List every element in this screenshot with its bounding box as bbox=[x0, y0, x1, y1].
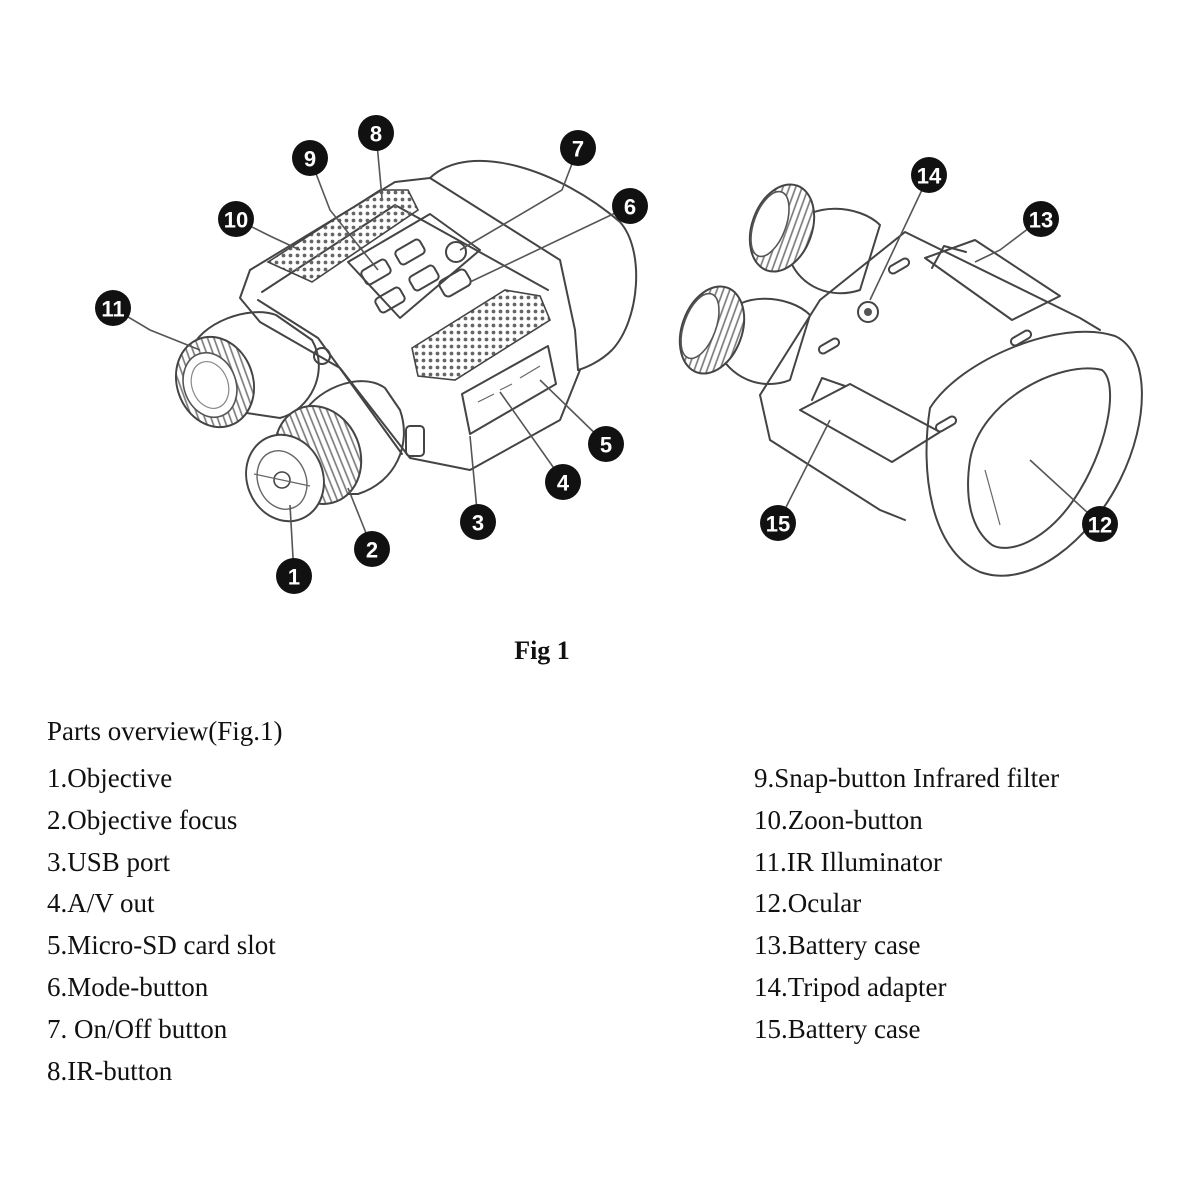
part-item: 2.Objective focus bbox=[47, 804, 238, 835]
part-item: 9.Snap-button Infrared filter bbox=[754, 763, 1060, 793]
callout-2: 2 bbox=[354, 531, 390, 567]
part-item: 13.Battery case bbox=[754, 930, 921, 961]
part-item: 8.IR-button bbox=[47, 1055, 173, 1086]
svg-text:12: 12 bbox=[1088, 513, 1112, 538]
svg-text:4: 4 bbox=[557, 471, 570, 496]
svg-text:8: 8 bbox=[370, 122, 382, 147]
callout-14: 14 bbox=[911, 157, 947, 193]
part-item: 5.Micro-SD card slot bbox=[47, 930, 276, 961]
svg-text:6: 6 bbox=[624, 195, 636, 220]
leader-lines bbox=[112, 132, 1101, 576]
svg-text:5: 5 bbox=[600, 433, 612, 458]
svg-text:3: 3 bbox=[472, 511, 484, 536]
part-item: 15.Battery case bbox=[754, 1013, 921, 1044]
parts-overview-title: Parts overview(Fig.1) bbox=[47, 716, 283, 746]
svg-text:14: 14 bbox=[917, 164, 942, 189]
part-item: 10.Zoon-button bbox=[754, 804, 923, 835]
part-item: 12.Ocular bbox=[754, 888, 862, 919]
callout-3: 3 bbox=[460, 504, 496, 540]
svg-text:13: 13 bbox=[1029, 208, 1053, 233]
part-item: 4.A/V out bbox=[47, 888, 155, 919]
svg-text:7: 7 bbox=[572, 137, 584, 162]
callout-13: 13 bbox=[1023, 201, 1059, 237]
binocular-front-view bbox=[174, 159, 638, 523]
part-item: 14.Tripod adapter bbox=[754, 971, 947, 1002]
binoculars-diagram: 1 2 3 4 5 6 7 8 9 10 11 12 13 14 15 bbox=[95, 115, 1143, 594]
callout-6: 6 bbox=[612, 188, 648, 224]
part-item: 6.Mode-button bbox=[47, 971, 209, 1002]
figure-caption: Fig 1 bbox=[514, 636, 570, 665]
part-item: 7. On/Off button bbox=[47, 1013, 228, 1044]
callout-12: 12 bbox=[1082, 506, 1118, 542]
top-grill-right bbox=[411, 289, 551, 381]
callout-8: 8 bbox=[358, 115, 394, 151]
top-grill-left bbox=[266, 189, 420, 283]
callout-1: 1 bbox=[276, 558, 312, 594]
parts-list-left: 1.Objective 2.Objective focus 3.USB port… bbox=[47, 758, 276, 1092]
part-item: 1.Objective bbox=[47, 763, 173, 793]
parts-list-right: 9.Snap-button Infrared filter 10.Zoon-bu… bbox=[754, 758, 1059, 1051]
callout-15: 15 bbox=[760, 505, 796, 541]
svg-text:9: 9 bbox=[304, 147, 316, 172]
svg-text:10: 10 bbox=[224, 208, 248, 233]
svg-text:11: 11 bbox=[101, 297, 124, 322]
svg-text:1: 1 bbox=[288, 565, 300, 590]
part-item: 3.USB port bbox=[47, 846, 171, 877]
callout-7: 7 bbox=[560, 130, 596, 166]
callout-9: 9 bbox=[292, 140, 328, 176]
binocular-rear-view bbox=[678, 183, 1143, 577]
part-item: 11.IR Illuminator bbox=[754, 846, 942, 877]
callout-5: 5 bbox=[588, 426, 624, 462]
callout-10: 10 bbox=[218, 201, 254, 237]
callout-11: 11 bbox=[95, 290, 131, 326]
callout-4: 4 bbox=[545, 464, 581, 500]
svg-text:2: 2 bbox=[366, 538, 378, 563]
svg-text:15: 15 bbox=[766, 512, 790, 537]
